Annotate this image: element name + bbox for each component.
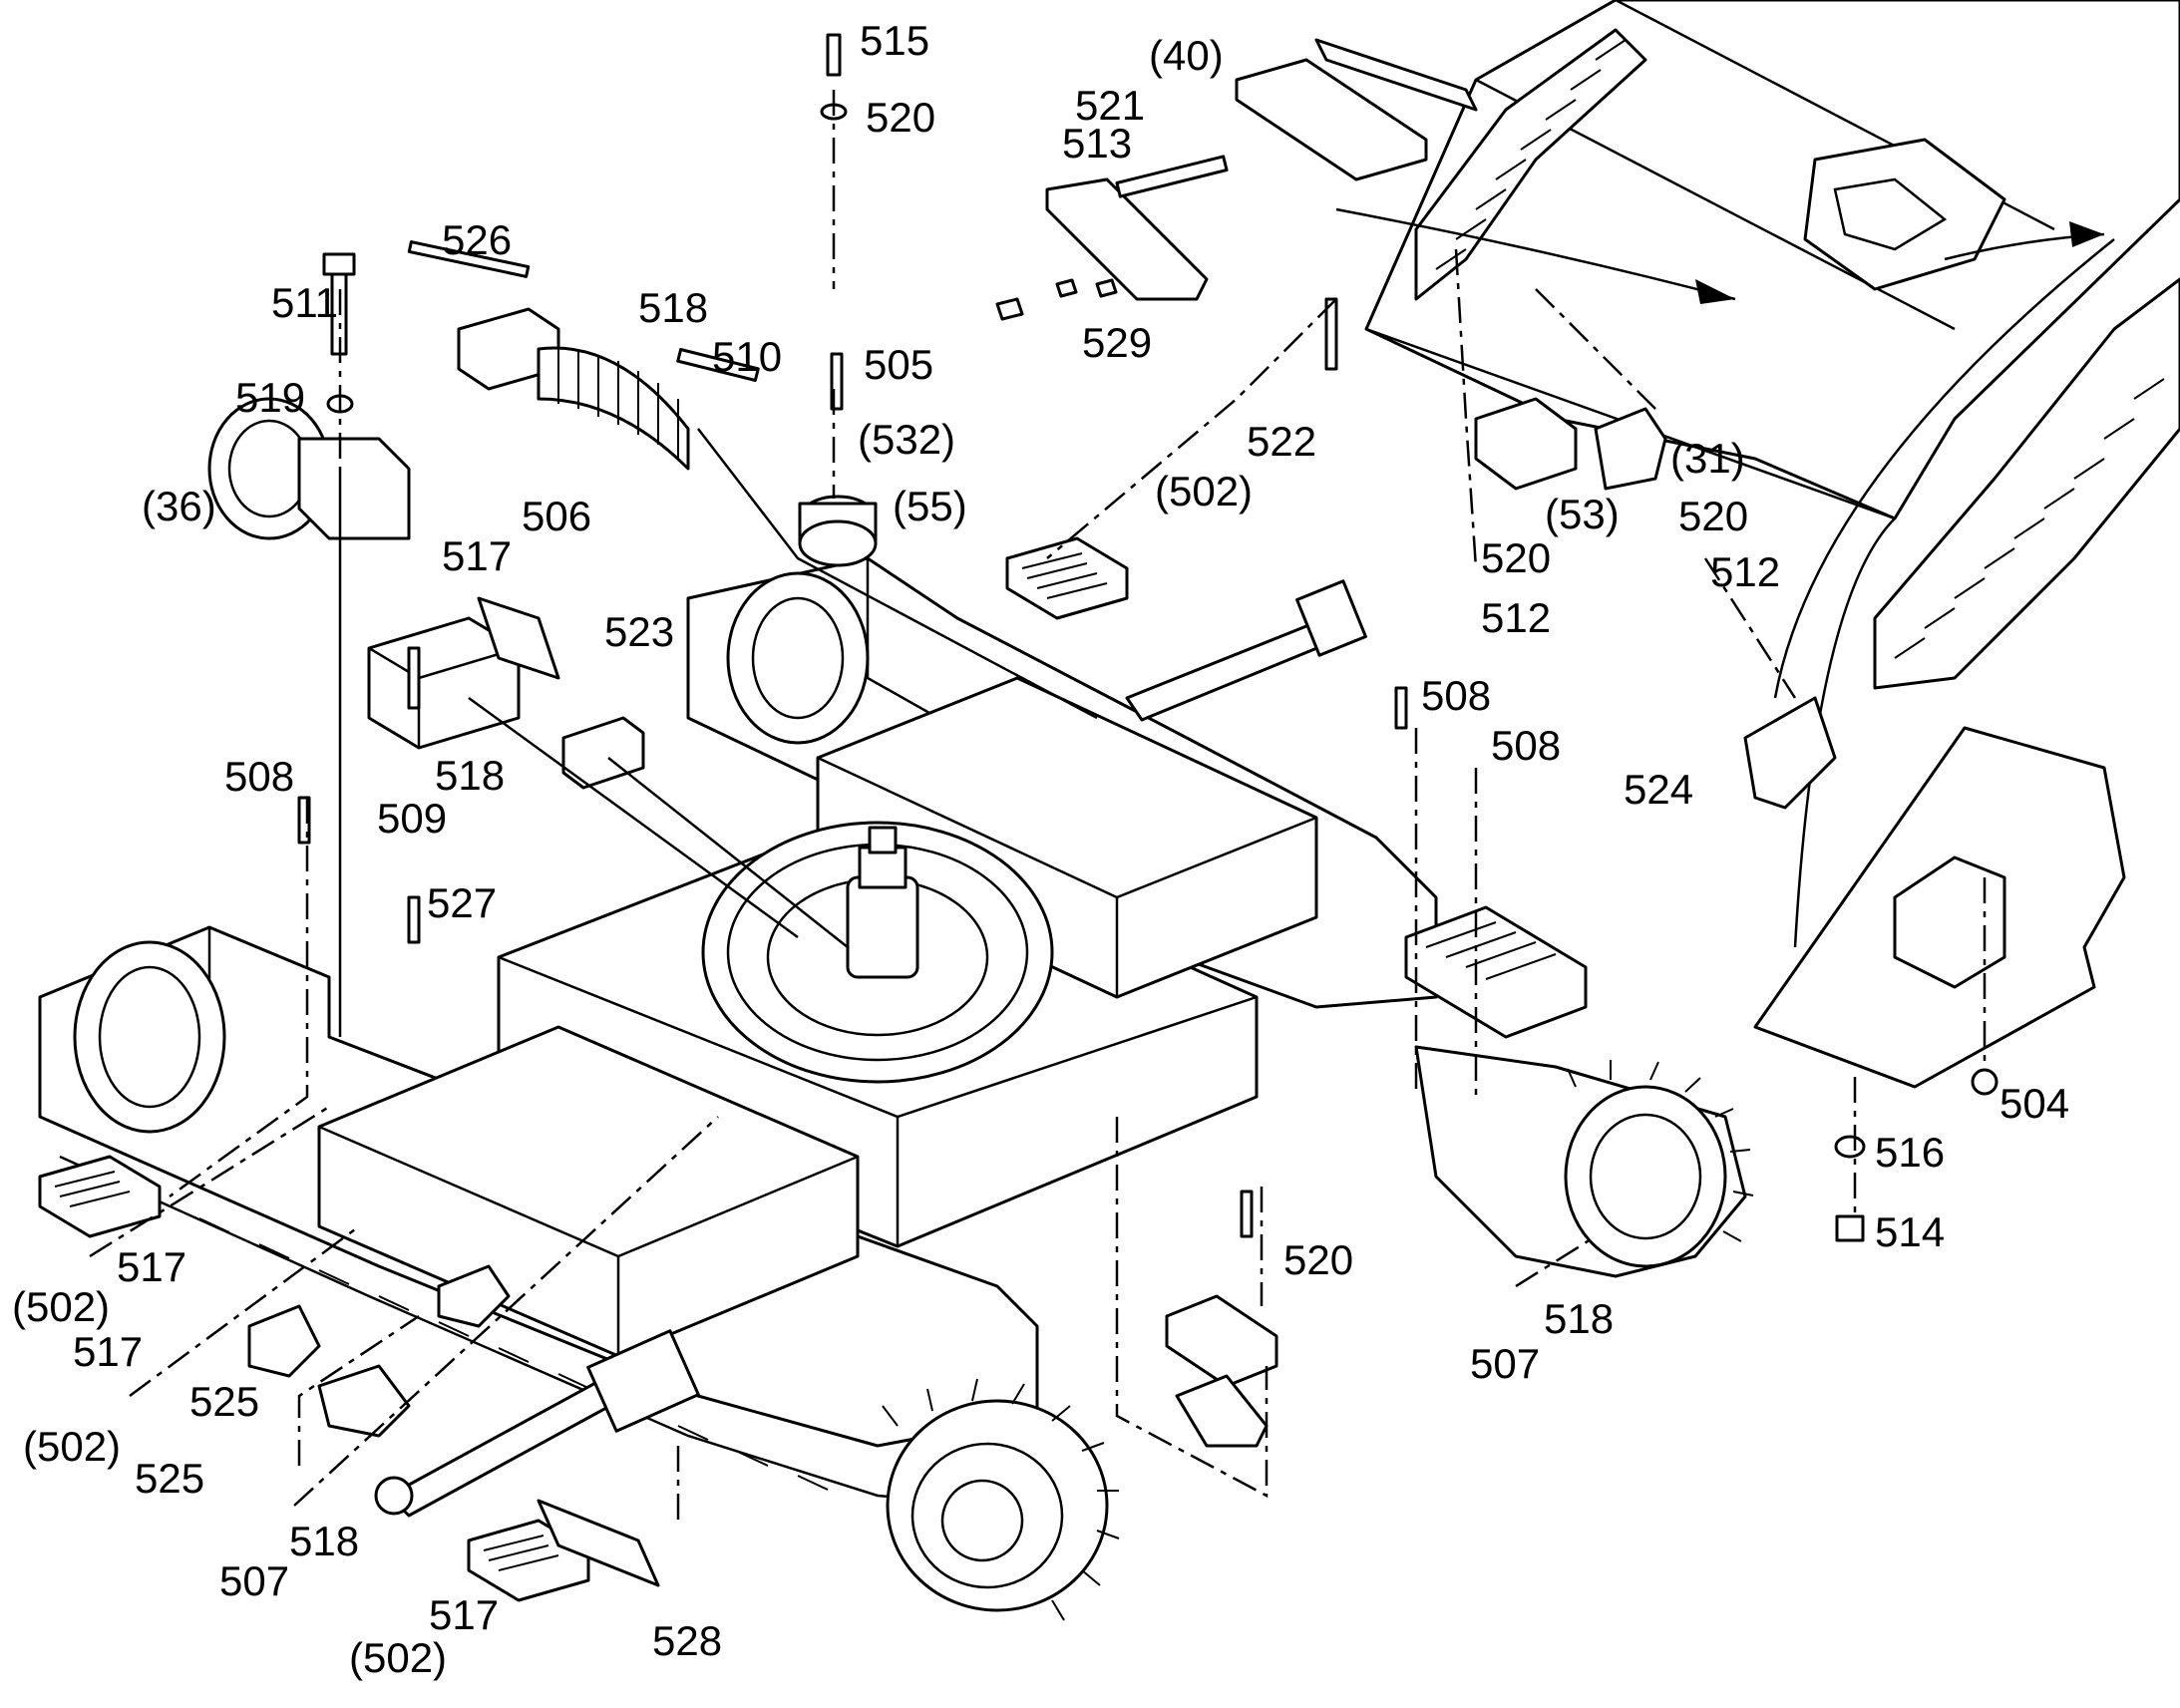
part-callout: 512 bbox=[1481, 594, 1551, 641]
part-callout: 519 bbox=[235, 374, 305, 421]
part-callout: 522 bbox=[1247, 418, 1316, 465]
part-callout: 524 bbox=[1624, 766, 1693, 813]
part-callout: 528 bbox=[652, 1617, 722, 1664]
leader-lines bbox=[89, 90, 1987, 1526]
part-callout: 521 bbox=[1075, 82, 1145, 129]
part-callout: 509 bbox=[377, 795, 447, 842]
part-callout: (40) bbox=[1149, 32, 1224, 79]
part-callout: 520 bbox=[866, 94, 935, 141]
part-callout: 507 bbox=[219, 1557, 289, 1604]
part-callout: 515 bbox=[860, 17, 929, 64]
part-callout: (532) bbox=[858, 416, 955, 463]
part-callout: (36) bbox=[142, 483, 216, 529]
part-callout: 517 bbox=[442, 532, 512, 579]
part-callout: 512 bbox=[1710, 548, 1780, 595]
part-callout: 520 bbox=[1283, 1236, 1353, 1283]
part-callout: 508 bbox=[1421, 672, 1491, 719]
part-callout: 525 bbox=[135, 1455, 204, 1502]
part-callout: 518 bbox=[289, 1518, 359, 1564]
part-callout: 518 bbox=[638, 284, 708, 331]
part-callout: (502) bbox=[23, 1423, 121, 1470]
part-callout: 516 bbox=[1875, 1129, 1945, 1176]
part-callout: 529 bbox=[1082, 319, 1152, 366]
part-callout: 520 bbox=[1481, 534, 1551, 581]
part-callout: 518 bbox=[435, 752, 505, 799]
part-callout: 510 bbox=[712, 333, 782, 380]
part-callout: 505 bbox=[864, 341, 933, 388]
part-callout: (502) bbox=[349, 1634, 447, 1681]
part-callout: 517 bbox=[73, 1328, 143, 1375]
part-callout: 518 bbox=[1544, 1295, 1614, 1342]
part-callout: 525 bbox=[189, 1378, 259, 1425]
part-callout: (53) bbox=[1545, 491, 1620, 537]
upper-frame-detail bbox=[1335, 0, 2180, 948]
exploded-parts bbox=[38, 33, 2126, 1602]
part-callout: 506 bbox=[522, 493, 591, 539]
part-callout: 523 bbox=[604, 608, 674, 655]
part-callout: 507 bbox=[1470, 1340, 1540, 1387]
part-callout: 517 bbox=[117, 1243, 186, 1290]
part-callout: 517 bbox=[429, 1591, 499, 1638]
part-callout: (502) bbox=[1155, 468, 1253, 514]
part-callout: (55) bbox=[893, 483, 967, 529]
part-callout: 508 bbox=[224, 753, 294, 800]
part-callout: 520 bbox=[1678, 493, 1748, 539]
part-callout: 508 bbox=[1491, 722, 1561, 769]
undercarriage-frame bbox=[38, 556, 1754, 1621]
part-callout: 527 bbox=[427, 879, 497, 926]
part-callout: 514 bbox=[1875, 1208, 1945, 1255]
part-callout: (31) bbox=[1670, 435, 1745, 482]
part-callout: 504 bbox=[1999, 1080, 2069, 1127]
part-callout: 526 bbox=[442, 216, 512, 263]
part-callout: (502) bbox=[12, 1283, 110, 1330]
part-callout: 513 bbox=[1062, 120, 1132, 167]
part-callout: 511 bbox=[271, 279, 338, 326]
